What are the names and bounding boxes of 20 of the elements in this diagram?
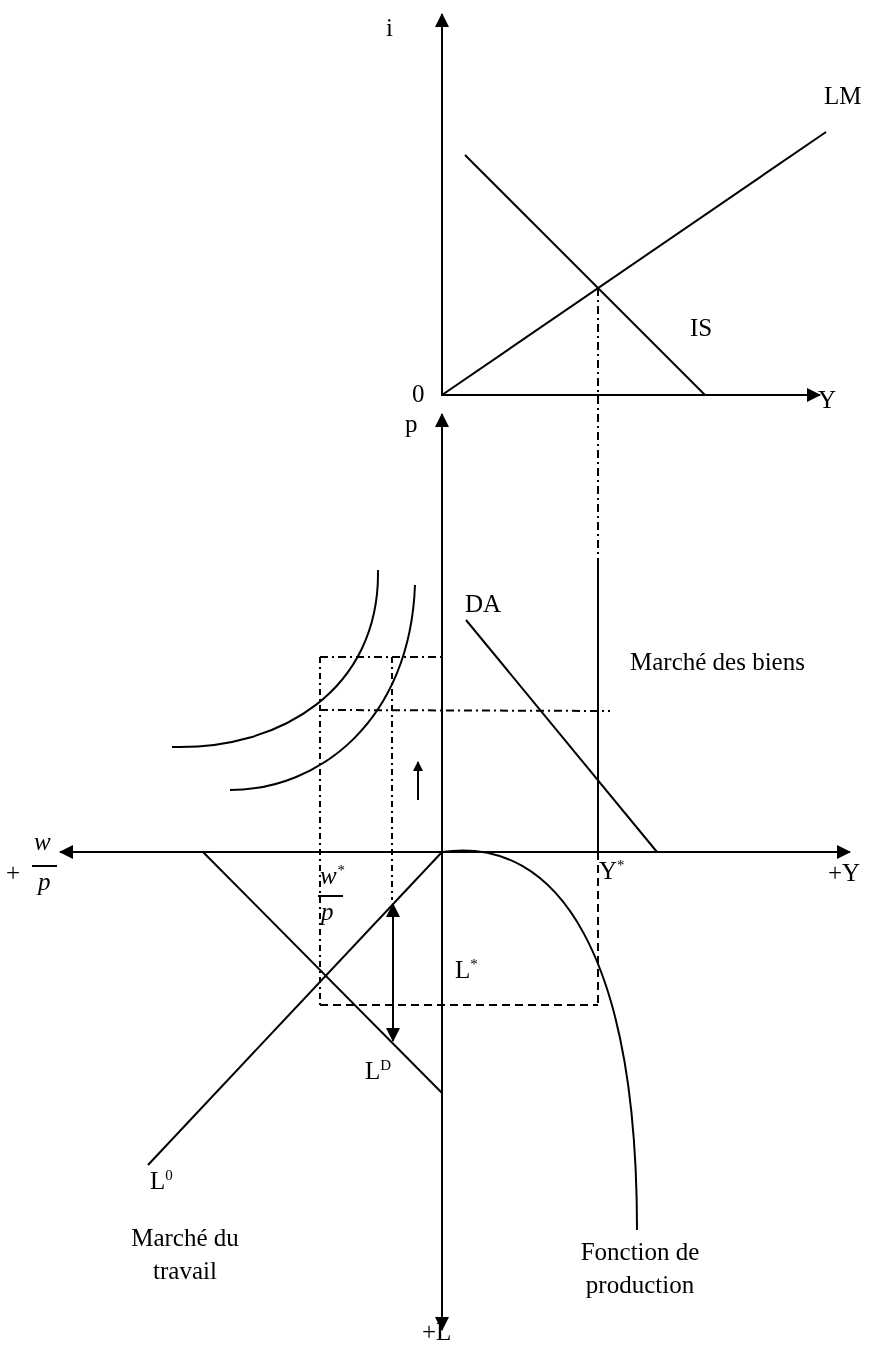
axis-label: + — [6, 858, 21, 888]
axis-label: w — [34, 827, 51, 857]
axis-label: Y$^{*}$ — [599, 855, 625, 886]
curve-label: LM — [824, 81, 862, 111]
axis-label: w$^{*}$ — [320, 860, 345, 891]
axis-label: +Y — [828, 858, 861, 888]
curve-label: IS — [690, 313, 713, 343]
axis-label: p — [321, 897, 334, 927]
curve-label: L$^{0}$ — [150, 1165, 173, 1196]
region-label: Marché des biens — [630, 647, 805, 677]
axis-label: p — [38, 867, 51, 897]
axis-label: Y — [818, 385, 837, 415]
curve-label: L$^{*}$ — [455, 954, 478, 985]
region-label: Fonction de production — [579, 1237, 701, 1300]
curve-label: DA — [465, 589, 502, 619]
region-label: Marché du travail — [130, 1223, 240, 1286]
curve-label: L$^{D}$ — [365, 1055, 392, 1086]
axis-label: i — [386, 13, 393, 43]
origin-label: 0 — [412, 379, 425, 409]
axis-label: p — [405, 409, 418, 439]
